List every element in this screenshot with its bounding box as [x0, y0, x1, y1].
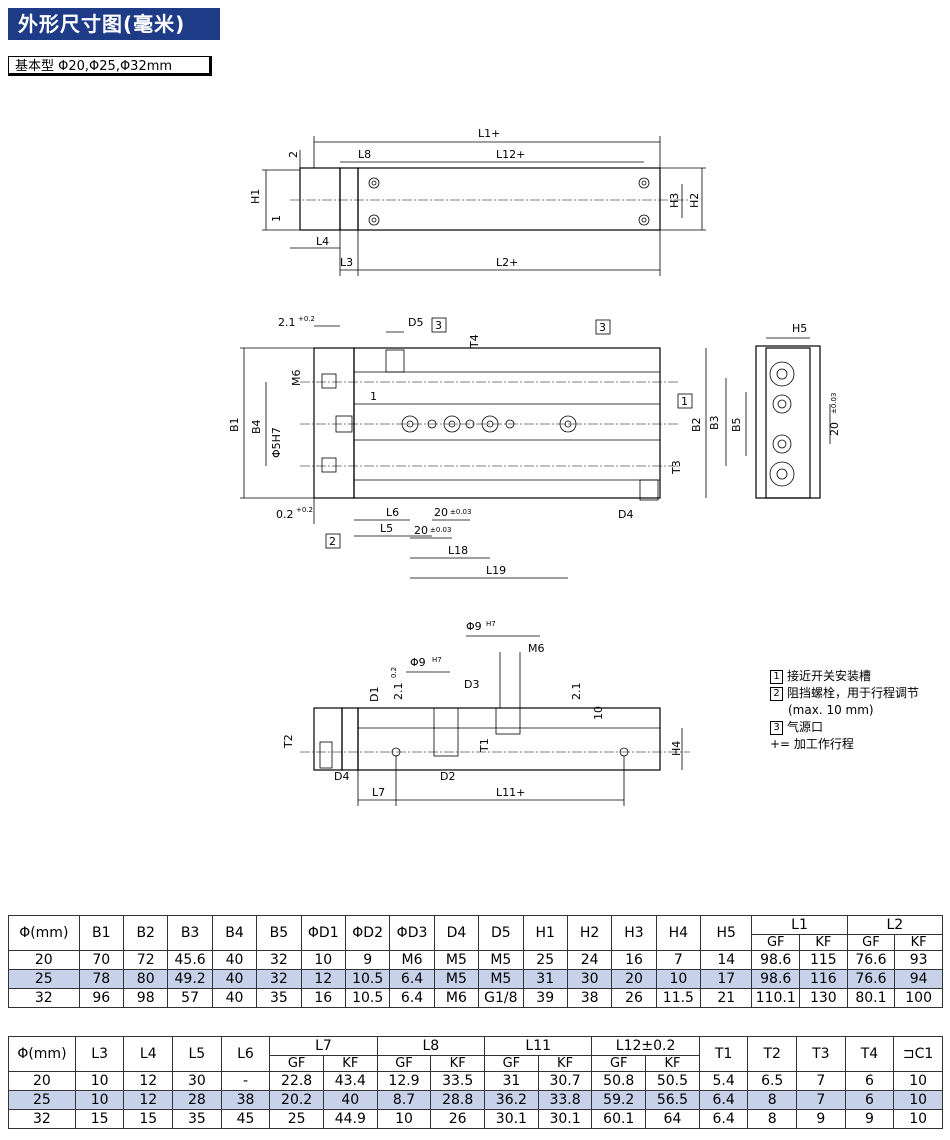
- svg-text:3: 3: [599, 321, 606, 334]
- svg-text:L7: L7: [372, 786, 385, 799]
- end-block: [299, 167, 341, 231]
- svg-text:10: 10: [592, 706, 605, 720]
- dim-L4: L4: [316, 235, 329, 248]
- svg-text:1: 1: [681, 395, 688, 408]
- svg-text:2: 2: [329, 535, 336, 548]
- svg-text:Φ9: Φ9: [466, 620, 482, 633]
- svg-text:H7: H7: [432, 656, 442, 664]
- svg-text:T2: T2: [282, 734, 295, 749]
- svg-text:D1: D1: [368, 687, 381, 702]
- svg-text:D4: D4: [334, 770, 349, 783]
- svg-text:20: 20: [414, 524, 428, 537]
- svg-text:2.1: 2.1: [278, 316, 296, 329]
- svg-text:T3: T3: [670, 460, 683, 475]
- dim-L2: L2+: [496, 256, 518, 269]
- svg-text:1: 1: [370, 390, 377, 403]
- legend-item: += 加工作行程: [770, 737, 854, 751]
- spec-table-1: Φ(mm) B1 B2 B3 B4 B5 ΦD1 ΦD2 ΦD3 D4 D5 H…: [8, 915, 944, 1008]
- dim-L1: L1+: [478, 127, 500, 140]
- slide-body-side: [353, 347, 661, 499]
- svg-text:±0.03: ±0.03: [430, 526, 451, 534]
- svg-text:T4: T4: [468, 334, 481, 349]
- svg-text:D5: D5: [408, 316, 423, 329]
- svg-text:+0.2: +0.2: [298, 315, 315, 323]
- svg-text:20: 20: [434, 506, 448, 519]
- svg-text:L18: L18: [448, 544, 468, 557]
- svg-text:H5: H5: [792, 322, 807, 335]
- svg-text:0.2: 0.2: [390, 667, 398, 678]
- svg-text:L19: L19: [486, 564, 506, 577]
- slide-body: [357, 167, 661, 231]
- dimension-drawing: L1+ L12+ L8 2 H1 1 L4 L3 L2+ H3 H2: [228, 127, 841, 806]
- model-subtitle: 基本型 Φ20,Φ25,Φ32mm: [8, 56, 212, 76]
- svg-text:+0.2: +0.2: [296, 506, 313, 514]
- svg-text:2.1: 2.1: [392, 683, 405, 701]
- svg-text:L5: L5: [380, 522, 393, 535]
- svg-text:B1: B1: [228, 417, 241, 432]
- front-view: Φ9 H7 M6 Φ9 H7 D3 D1 2.1 0.2 2.1 10 T2 T…: [282, 620, 690, 806]
- svg-text:L11+: L11+: [496, 786, 525, 799]
- svg-text:T1: T1: [478, 738, 491, 753]
- svg-text:H2: H2: [688, 193, 701, 208]
- svg-text:M6: M6: [290, 370, 303, 387]
- svg-text:3: 3: [435, 319, 442, 332]
- svg-text:20: 20: [828, 422, 841, 436]
- svg-text:Φ9: Φ9: [410, 656, 426, 669]
- svg-text:H7: H7: [486, 620, 496, 628]
- svg-text:Φ5H7: Φ5H7: [270, 427, 283, 458]
- svg-text:D4: D4: [618, 508, 633, 521]
- svg-text:D3: D3: [464, 678, 479, 691]
- spec-table-2: Φ(mm) L3 L4 L5 L6 L7 L8 L11 L12±0.2 T1 T…: [8, 1036, 943, 1129]
- page-title: 外形尺寸图(毫米): [8, 8, 220, 40]
- svg-text:B5: B5: [730, 417, 743, 432]
- svg-text:1: 1: [270, 215, 283, 222]
- svg-text:B2: B2: [690, 417, 703, 432]
- svg-text:±0.03: ±0.03: [450, 508, 471, 516]
- legend-item: (max. 10 mm): [788, 703, 874, 717]
- svg-text:M6: M6: [528, 642, 545, 655]
- top-view: L1+ L12+ L8 2 H1 1 L4 L3 L2+ H3 H2: [249, 127, 706, 276]
- svg-text:2.1: 2.1: [570, 683, 583, 701]
- svg-text:H4: H4: [670, 741, 683, 756]
- dim-L8: L8: [358, 148, 371, 161]
- svg-text:0.2: 0.2: [276, 508, 294, 521]
- svg-text:D2: D2: [440, 770, 455, 783]
- svg-text:B3: B3: [708, 415, 721, 430]
- svg-text:±0.03: ±0.03: [830, 393, 838, 414]
- side-view: H5 B3 B5 20 ±0.03 B1 B4 M6 Φ5H7 2.1 +0.2…: [228, 315, 841, 579]
- svg-text:B4: B4: [250, 419, 263, 434]
- svg-text:H3: H3: [668, 193, 681, 208]
- dim-L3: L3: [340, 256, 353, 269]
- svg-text:L6: L6: [386, 506, 399, 519]
- svg-text:2: 2: [287, 151, 300, 158]
- dim-L12: L12+: [496, 148, 525, 161]
- svg-text:H1: H1: [249, 189, 262, 204]
